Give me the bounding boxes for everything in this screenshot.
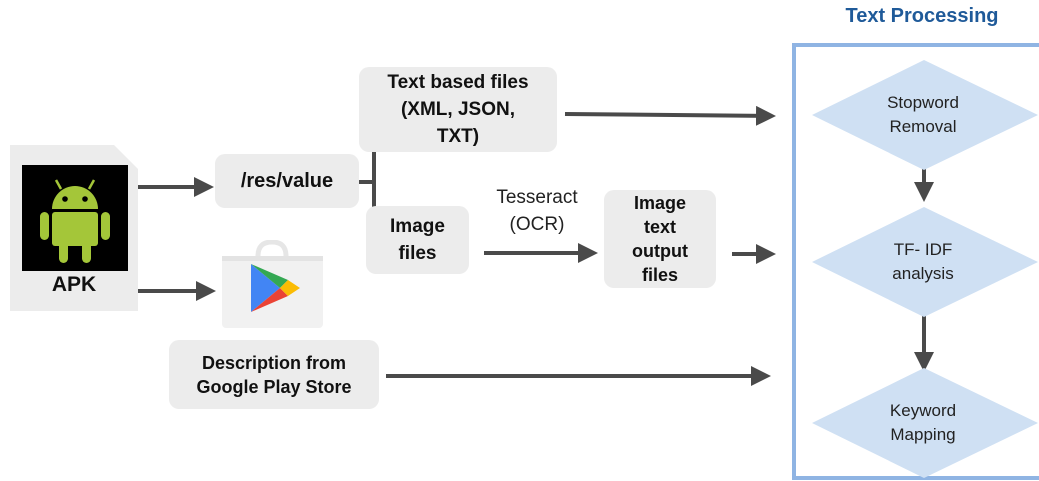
image-files-label: Image files (390, 216, 445, 264)
apk-document: APK (10, 145, 138, 311)
image-files-box: Image files (366, 206, 469, 274)
text-processing-title: Text Processing (845, 5, 999, 27)
description-label: Description from Google Play Store (196, 352, 352, 397)
stopword-diamond (812, 60, 1038, 170)
apk-label: APK (51, 273, 97, 296)
text-based-files-label: Text based files (XML, JSON, TXT) (387, 72, 529, 147)
text-based-files-box: Text based files (XML, JSON, TXT) (359, 67, 557, 152)
keyword-diamond (812, 368, 1038, 478)
google-play-store-icon (222, 239, 323, 328)
tfidf-analysis-label: TF- IDF analysis (892, 240, 954, 283)
image-text-output-box: Image text output files (604, 190, 716, 288)
tesseract-ocr-label: Tesseract (OCR) (496, 187, 578, 235)
keyword-mapping-label: Keyword Mapping (889, 401, 957, 444)
arrow-text-files-to-processing (564, 105, 776, 126)
tfidf-diamond (812, 207, 1038, 317)
stopword-removal-label: Stopword Removal (887, 93, 959, 136)
image-text-output-label: Image text output files (632, 193, 688, 285)
description-box: Description from Google Play Store (169, 340, 379, 409)
text-processing-panel (792, 43, 1039, 480)
android-robot-icon (22, 165, 128, 271)
res-value-box: /res/value (215, 154, 359, 208)
res-value-label: /res/value (240, 169, 334, 192)
